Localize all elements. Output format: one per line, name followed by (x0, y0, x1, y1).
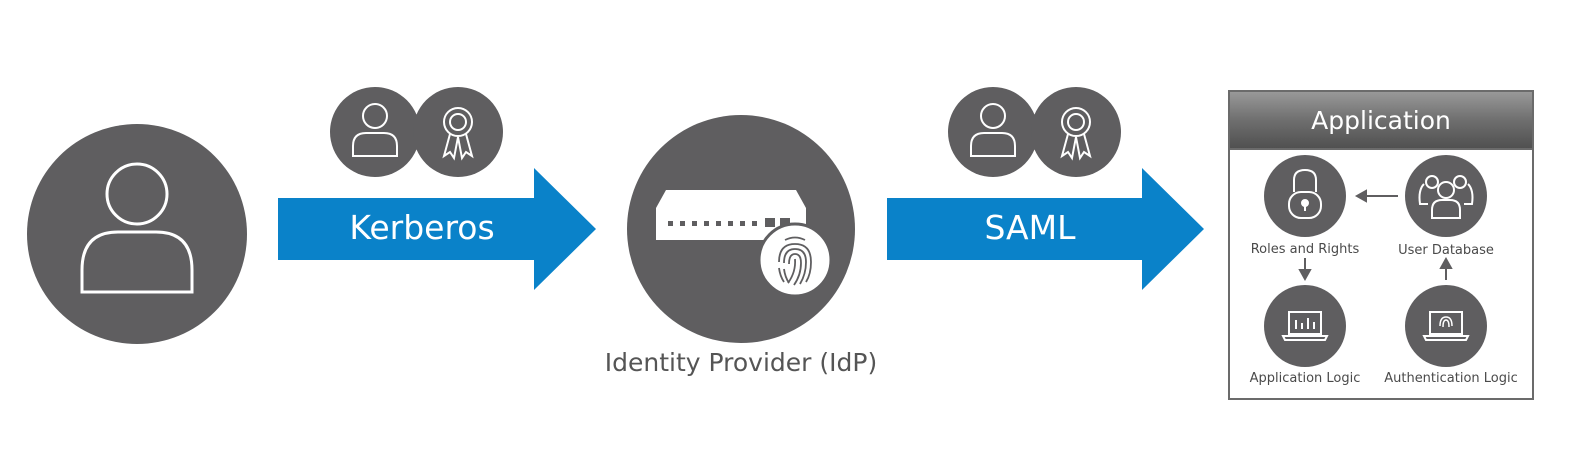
authentication-logic-label: Authentication Logic (1384, 371, 1518, 386)
saml-arrow (887, 168, 1204, 290)
application-logic-label: Application Logic (1249, 371, 1361, 386)
application-title: Application (1311, 106, 1451, 135)
kerberos-label: Kerberos (349, 208, 495, 247)
server-appliance-icon (656, 190, 806, 240)
user-icon (352, 103, 398, 157)
user-icon (80, 162, 194, 294)
padlock-icon (1288, 168, 1322, 219)
auth-logic-to-user-db-arrow (1439, 256, 1453, 280)
user-icon (970, 103, 1016, 157)
roles-rights-node (1264, 155, 1346, 237)
saml-credentials (948, 87, 1121, 177)
application-box (1228, 90, 1534, 400)
laptop-chart-icon (1281, 311, 1329, 341)
user-database-label: User Database (1398, 243, 1494, 258)
roles-rights-label: Roles and Rights (1250, 242, 1360, 257)
kerberos-arrow (278, 168, 596, 290)
ribbon-award-icon (1060, 107, 1092, 161)
ribbon-award-icon (442, 107, 474, 161)
saml-label: SAML (984, 208, 1076, 247)
authentication-logic-node (1405, 285, 1487, 367)
user-database-node (1405, 155, 1487, 237)
roles-to-app-logic-arrow (1298, 258, 1312, 282)
application-logic-node (1264, 285, 1346, 367)
user-node (27, 124, 247, 344)
user-db-to-roles-arrow (1354, 189, 1398, 203)
idp-label: Identity Provider (IdP) (604, 348, 878, 377)
fingerprint-icon (757, 222, 833, 298)
users-group-icon (1418, 175, 1474, 219)
identity-provider-node (627, 115, 855, 343)
laptop-fingerprint-icon (1422, 311, 1470, 341)
kerberos-credentials (330, 87, 503, 177)
